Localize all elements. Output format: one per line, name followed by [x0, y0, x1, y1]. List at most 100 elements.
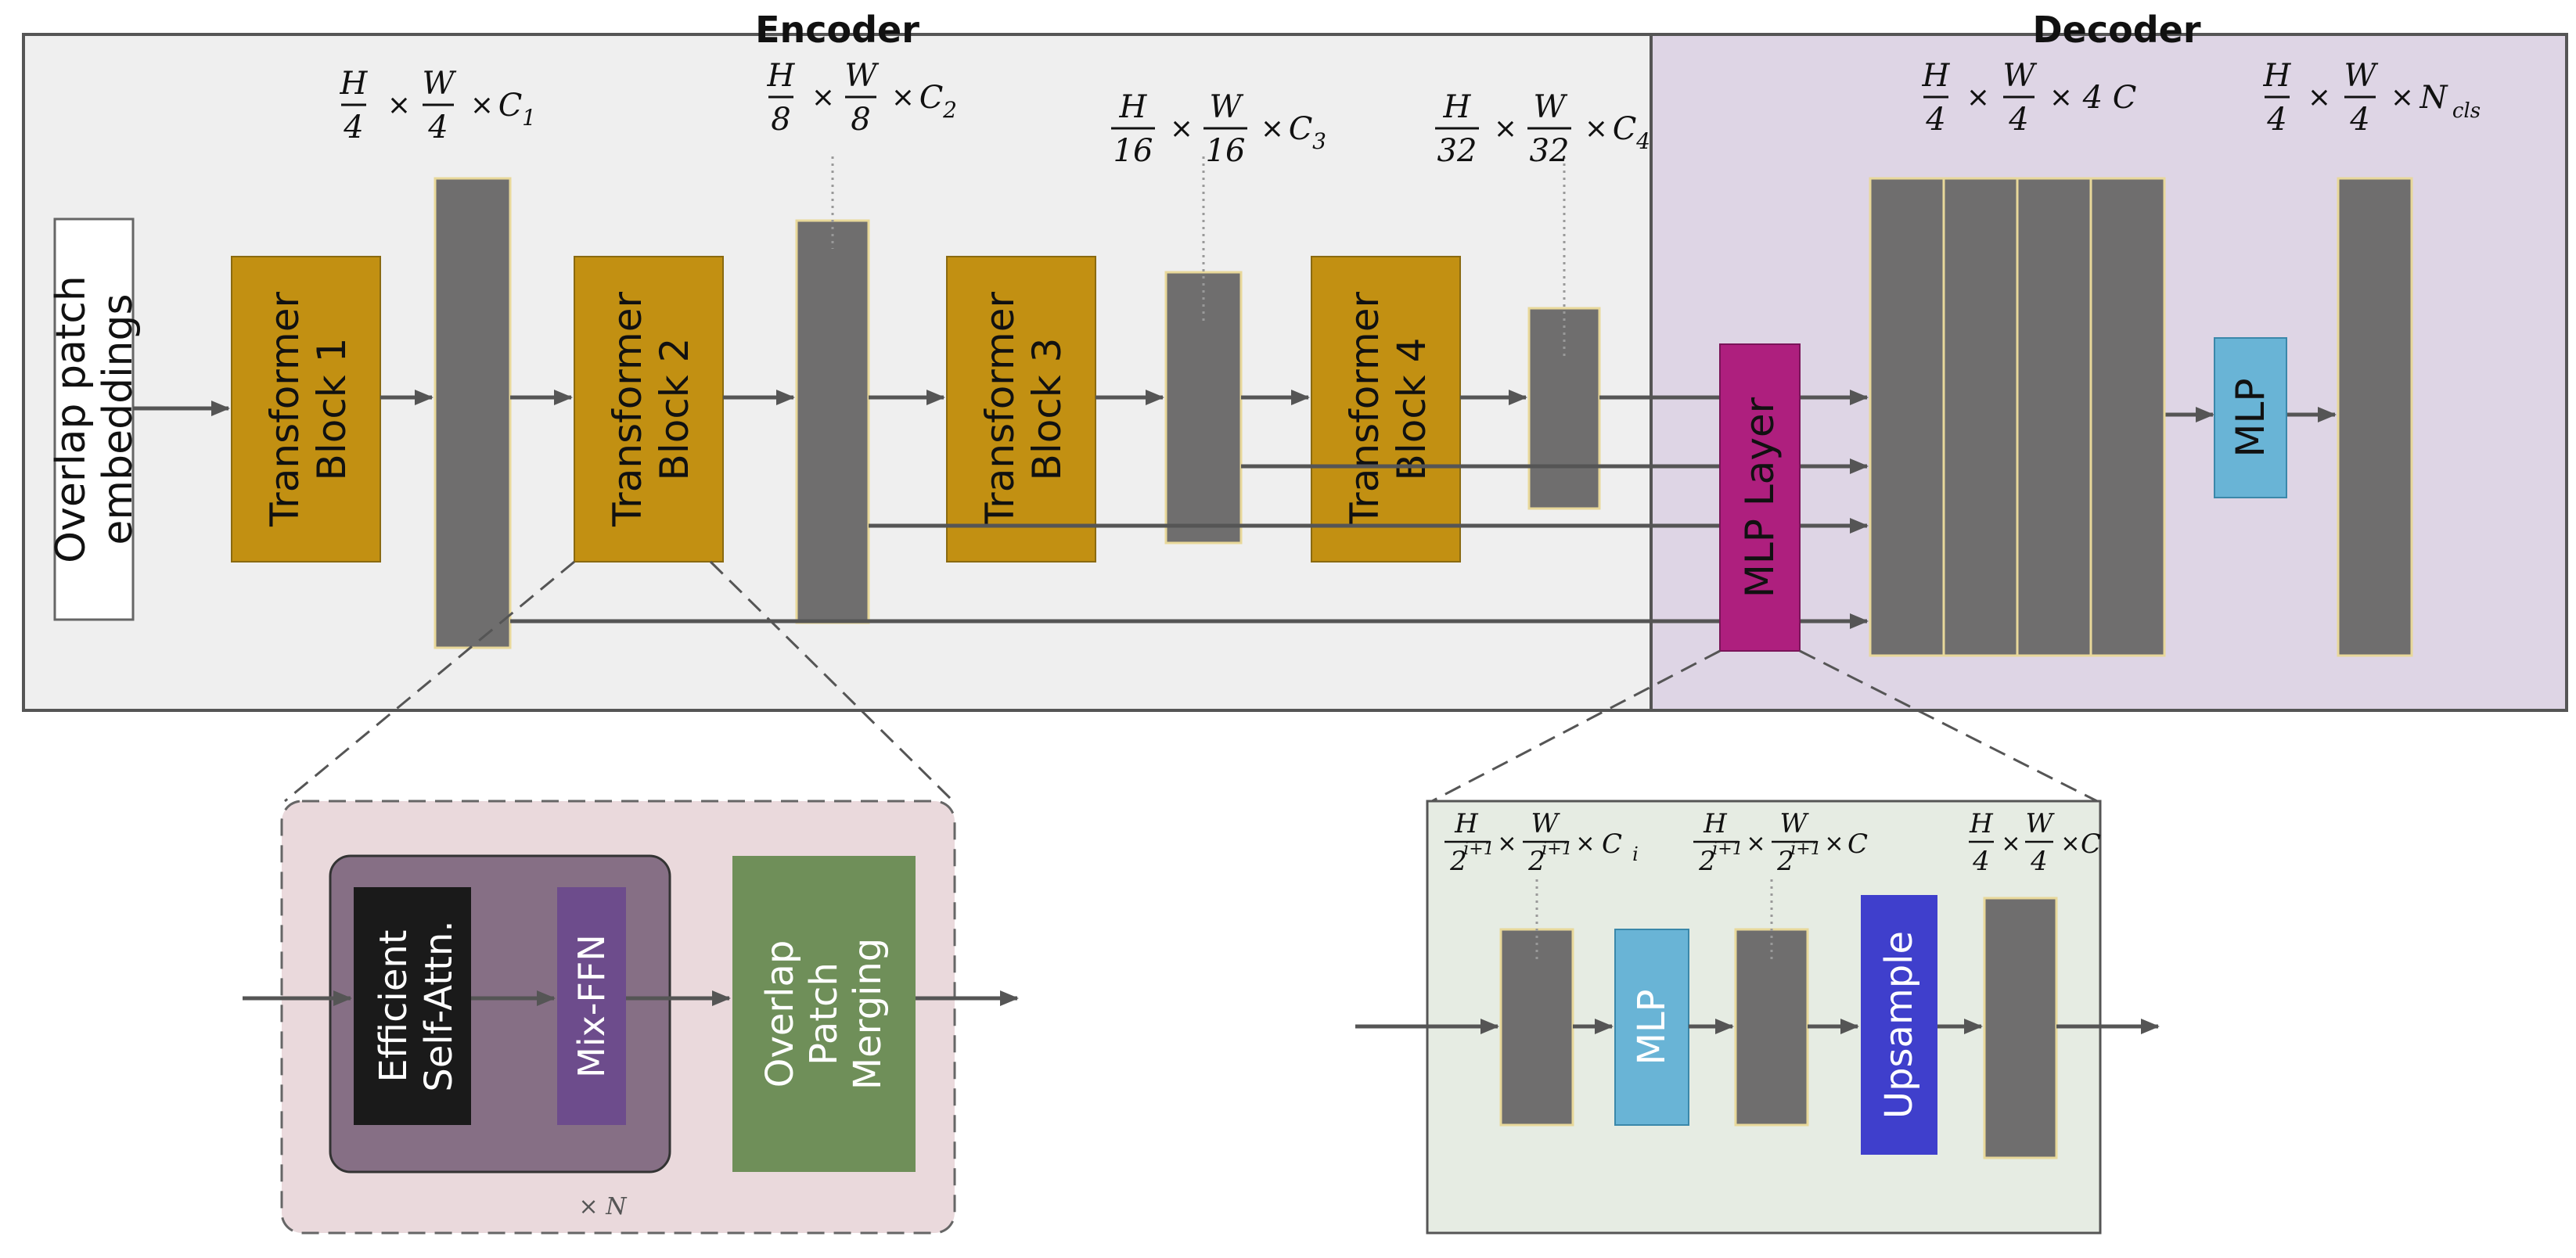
decoder-mlp-text: MLP: [2228, 378, 2273, 457]
concat-features: [1869, 177, 2166, 657]
svg-text:W: W: [2002, 58, 2037, 94]
inset-feature-in: [1499, 928, 1574, 1127]
svg-text:×: ×: [2049, 81, 2073, 113]
esa-line2: Self-Attn.: [417, 920, 461, 1091]
svg-text:×: ×: [2001, 830, 2020, 857]
svg-text:i: i: [1632, 843, 1639, 865]
svg-text:W: W: [2344, 58, 2378, 94]
svg-text:i+1: i+1: [1712, 839, 1743, 859]
svg-text:C: C: [1602, 828, 1622, 860]
svg-text:H: H: [1969, 808, 1994, 839]
overlap-patch-merging-block: [732, 856, 916, 1172]
svg-text:×: ×: [1170, 113, 1193, 145]
efficient-self-attn-block: [354, 887, 471, 1125]
inset-feature-out: [1983, 897, 2058, 1159]
svg-text:×: ×: [2308, 81, 2331, 113]
svg-text:H: H: [1454, 808, 1479, 839]
tb4-line2: Block 4: [1389, 338, 1434, 481]
dim-label-1: H 4 × W 4 × C 1: [340, 66, 536, 146]
svg-text:C: C: [2081, 828, 2101, 860]
svg-text:×: ×: [2391, 81, 2414, 113]
encoder-arrows: [133, 390, 2337, 629]
esa-line1: Efficient: [372, 929, 416, 1082]
dim-label-3: H 16 × W 16 × C 3: [1111, 89, 1326, 169]
transformer-block-3: [946, 256, 1096, 563]
feature-map-2: [795, 219, 870, 624]
svg-text:2: 2: [1527, 846, 1545, 877]
svg-text:H: H: [1922, 58, 1951, 94]
feature-map-1: [434, 177, 512, 649]
tb2-label: Transformer Block 2: [605, 292, 697, 527]
svg-text:×: ×: [2060, 830, 2080, 857]
svg-text:×: ×: [1824, 830, 1844, 857]
svg-text:×: ×: [811, 81, 835, 113]
svg-text:8: 8: [771, 102, 790, 138]
svg-text:16: 16: [1114, 133, 1153, 169]
zoom-lines: [284, 560, 2098, 803]
mlp-layer-block: [1719, 343, 1801, 652]
svg-text:H: H: [1119, 89, 1148, 125]
opm-line1: Overlap: [758, 940, 802, 1088]
svg-text:2: 2: [942, 97, 957, 123]
patch-embed-label: Overlap patch embeddings: [48, 275, 142, 563]
inset-mlp-block: [1614, 929, 1689, 1126]
concat-feature-3: [2016, 177, 2092, 657]
svg-text:C: C: [919, 80, 944, 116]
decoder-mlp-block: [2214, 337, 2287, 498]
dim-label-decoder-output: H 4 × W 4 × N cls: [2263, 58, 2481, 138]
upsample-text: Upsample: [1877, 931, 1921, 1119]
inset-dim-label-1: H 2 i+1 × W 2 i+1 × C i: [1445, 808, 1639, 877]
svg-text:C: C: [498, 88, 523, 124]
svg-text:×: ×: [1497, 830, 1516, 857]
inset-feature-mid: [1734, 928, 1809, 1127]
svg-text:×: ×: [1585, 113, 1608, 145]
svg-text:3: 3: [1312, 128, 1326, 154]
svg-text:i+1: i+1: [1790, 839, 1821, 859]
esa-label: Efficient Self-Attn.: [372, 920, 461, 1091]
dim-label-2: H 8 × W 8 × C 2: [767, 58, 957, 138]
dim-label-4: H 32 × W 32 × C 4: [1435, 89, 1650, 169]
tb1-label: Transformer Block 1: [262, 292, 354, 527]
mixffn-label: Mix-FFN: [570, 934, 613, 1078]
svg-text:8: 8: [851, 102, 870, 138]
repeat-label: × N: [579, 1193, 628, 1220]
inset-dim-label-2: H 2 i+1 × W 2 i+1 × C: [1693, 808, 1868, 877]
svg-text:4: 4: [1635, 128, 1650, 154]
tb3-label: Transformer Block 3: [977, 292, 1070, 527]
patch-embed-line1: Overlap patch: [48, 275, 95, 563]
svg-text:W: W: [1533, 89, 1567, 125]
tb3-line1: Transformer: [977, 292, 1023, 527]
mlp-layer-label: MLP Layer: [1737, 397, 1783, 598]
svg-text:H: H: [1703, 808, 1728, 839]
svg-text:4: 4: [2349, 102, 2369, 138]
svg-text:C: C: [1847, 828, 1868, 860]
svg-text:4: 4: [1925, 102, 1945, 138]
feature-map-4: [1527, 307, 1601, 510]
svg-text:4: 4: [2030, 846, 2048, 877]
upsample-block: [1861, 895, 1937, 1155]
tb1-line2: Block 1: [309, 338, 354, 481]
svg-text:4: 4: [2008, 102, 2028, 138]
tb2-line2: Block 2: [652, 338, 697, 481]
svg-text:i+1: i+1: [1542, 839, 1572, 859]
tb1-line1: Transformer: [262, 292, 308, 527]
output-feature-map: [2337, 177, 2413, 657]
svg-text:×: ×: [470, 89, 494, 121]
svg-text:W: W: [844, 58, 879, 94]
svg-text:C: C: [1613, 111, 1637, 147]
svg-text:2: 2: [1776, 846, 1794, 877]
svg-text:H: H: [1443, 89, 1472, 125]
decoder-title: Decoder: [2032, 9, 2200, 51]
svg-text:2: 2: [1449, 846, 1467, 877]
concat-feature-1: [1869, 177, 1945, 657]
svg-text:H: H: [767, 58, 796, 94]
svg-text:4 C: 4 C: [2082, 80, 2137, 116]
transformer-block-4: [1311, 256, 1461, 563]
tb4-label: Transformer Block 4: [1342, 292, 1434, 527]
tb3-line2: Block 3: [1024, 338, 1070, 481]
svg-text:H: H: [340, 66, 369, 102]
inset-mlp-label: MLP: [1630, 989, 1674, 1065]
svg-text:W: W: [1780, 808, 1810, 839]
encoder-title: Encoder: [755, 9, 919, 51]
